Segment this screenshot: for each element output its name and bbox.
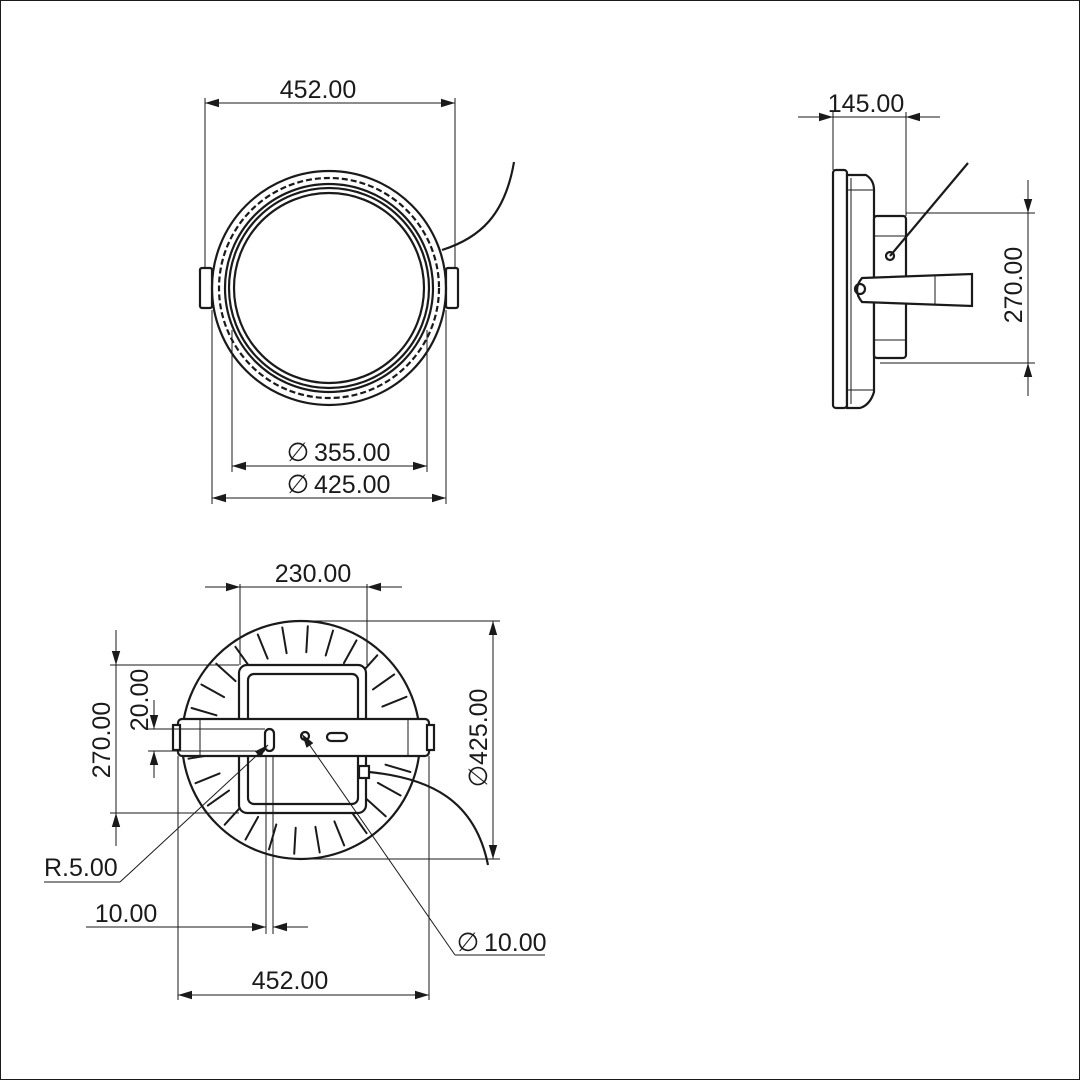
back-radial-fin [350, 811, 368, 835]
back-radial-fin [381, 695, 408, 708]
back-radial-fin [324, 629, 334, 657]
back-radial-fin [244, 815, 260, 841]
front-width-dimension: 452.00 [280, 76, 356, 104]
diameter-symbol: ∅ [463, 765, 493, 788]
back-bracket-end-right [425, 723, 436, 752]
back-slot-offset-dimension: 20.00 [126, 669, 154, 732]
front-outer-diameter-dimension: 425.00 [314, 471, 390, 499]
front-fin-ring [217, 176, 441, 400]
back-radial-fin [194, 772, 221, 785]
front-view: 452.00 ∅ 355.00 ∅ 425.00 [198, 76, 516, 504]
back-diameter-dimension: 425.00 [465, 689, 493, 765]
diameter-symbol: ∅ [287, 437, 310, 467]
side-power-cable [889, 162, 969, 257]
diameter-symbol: ∅ [287, 469, 310, 499]
side-lens-plate [831, 168, 849, 410]
back-bracket-width-dimension: 230.00 [275, 560, 351, 588]
side-view: 145.00 270.00 [798, 90, 1035, 410]
front-ring-4 [227, 186, 431, 390]
front-ring-3 [223, 182, 435, 394]
back-vertical-slot [263, 727, 276, 753]
back-view: 230.00 ∅ 425.00 270.00 20.00 R.5.00 10.0… [44, 560, 547, 1000]
back-radial-fin [206, 789, 230, 807]
back-radial-fin [376, 781, 402, 797]
back-radial-fin [256, 633, 269, 660]
back-power-cable [368, 770, 490, 866]
back-mounting-bracket [176, 717, 431, 758]
back-radial-fin [281, 626, 288, 655]
back-radial-fin [200, 683, 226, 699]
back-slot-radius-label: R.5.00 [44, 854, 118, 882]
back-radial-fin [190, 707, 218, 717]
back-radial-fin [372, 673, 396, 691]
back-radial-fin [314, 825, 321, 854]
front-bracket-lug-right [444, 266, 460, 310]
back-radial-fin [293, 826, 297, 855]
back-slot-width-dimension: 10.00 [95, 900, 158, 928]
side-bracket-height-dimension: 270.00 [1000, 247, 1028, 323]
front-power-cable [441, 161, 516, 252]
back-bracket-end-left [171, 723, 182, 752]
back-radial-fin [365, 797, 387, 818]
diameter-symbol: ∅ [457, 927, 480, 957]
front-bracket-lug-left [198, 266, 214, 310]
back-bracket-height-dimension: 270.00 [88, 702, 116, 778]
side-cable-gland [884, 250, 896, 262]
side-mounting-arm [855, 272, 974, 308]
side-arm-pivot [853, 282, 867, 296]
back-radial-fin [342, 639, 358, 665]
back-horizontal-slot [325, 731, 349, 743]
side-depth-dimension: 145.00 [828, 90, 904, 118]
back-radial-fin [333, 820, 346, 847]
back-radial-fin [305, 625, 309, 654]
back-radial-fin [384, 763, 412, 773]
front-outer-ring [210, 169, 448, 407]
front-lens [232, 191, 426, 385]
back-radial-fin [215, 662, 237, 683]
front-inner-diameter-dimension: 355.00 [314, 439, 390, 467]
back-cable-gland [357, 764, 371, 780]
back-hole-diameter-label: 10.00 [484, 929, 547, 957]
back-width-dimension: 452.00 [252, 967, 328, 995]
